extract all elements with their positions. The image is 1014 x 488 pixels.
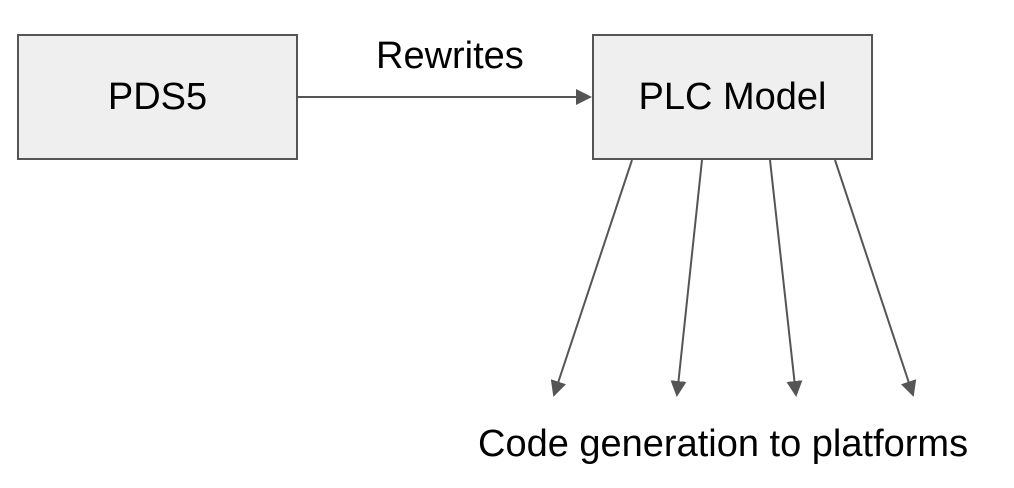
code-generation-caption: Code generation to platforms (478, 423, 969, 465)
output-arrow-4 (834, 159, 917, 397)
output-arrow-3 (769, 159, 803, 397)
plc-model-node: PLC Model (592, 34, 873, 160)
plc-model-node-label: PLC Model (638, 76, 827, 118)
output-arrow-1 (550, 159, 633, 397)
output-arrow-2 (670, 159, 703, 397)
pds5-node-label: PDS5 (107, 76, 208, 118)
pds5-node: PDS5 (17, 34, 298, 160)
rewrites-edge-label: Rewrites (376, 35, 524, 77)
